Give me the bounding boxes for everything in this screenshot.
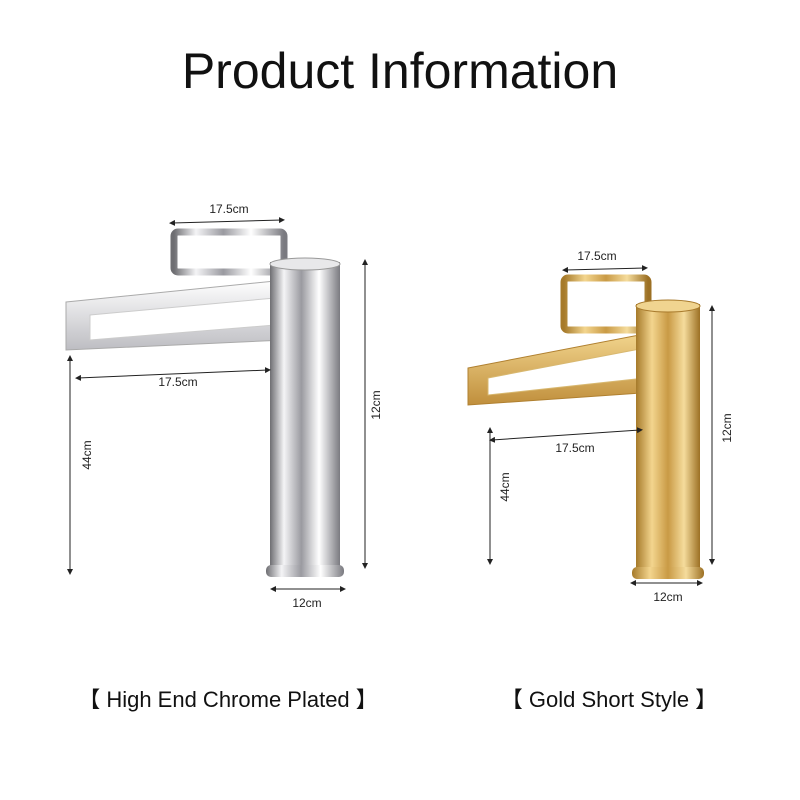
base — [266, 565, 344, 577]
chrome-dimension-lines — [67, 217, 368, 592]
body — [636, 304, 700, 576]
gold-base-width-label: 12cm — [653, 590, 683, 604]
chrome-base-width-label: 12cm — [292, 596, 322, 610]
base — [632, 567, 704, 579]
page-title: Product Information — [181, 43, 619, 99]
body — [270, 262, 340, 572]
chrome-faucet — [65, 228, 344, 577]
gold-body-height-label: 12cm — [720, 413, 734, 443]
chrome-body-height-label: 12cm — [369, 390, 383, 420]
gold-spout-length-label: 17.5cm — [555, 441, 595, 455]
gold-caption: 【 Gold Short Style 】 — [500, 687, 718, 712]
chrome-caption: 【 High End Chrome Plated 】 — [78, 687, 378, 712]
chrome-total-height-label: 44cm — [80, 440, 94, 470]
chrome-spout-length-label: 17.5cm — [158, 375, 198, 389]
gold-handle-width-label: 17.5cm — [577, 249, 617, 263]
gold-faucet — [467, 274, 704, 579]
gold-dimension-lines — [487, 265, 715, 586]
gold-total-height-label: 44cm — [498, 472, 512, 502]
handle-ring — [170, 228, 288, 276]
chrome-handle-width-label: 17.5cm — [209, 202, 249, 216]
handle-ring — [560, 274, 652, 334]
